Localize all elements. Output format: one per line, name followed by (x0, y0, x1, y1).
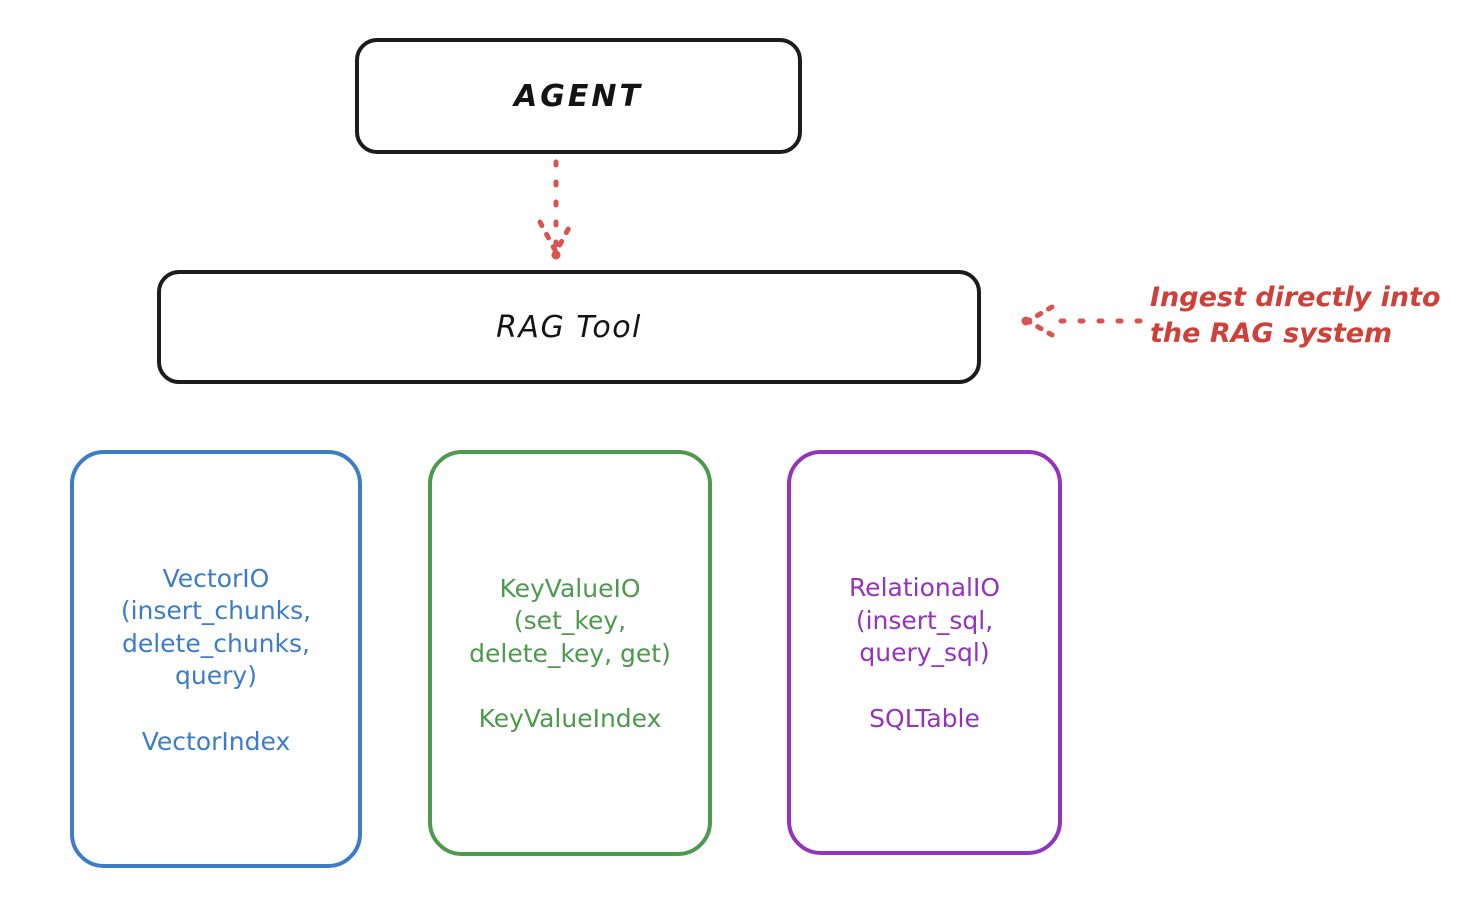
node-rag-tool[interactable]: RAG Tool (157, 270, 981, 384)
node-vectorio-api: VectorIO (insert_chunks, delete_chunks, … (120, 563, 312, 691)
node-keyvalueio-api: KeyValueIO (set_key, delete_key, get) (469, 573, 671, 668)
node-relationalio-api: RelationalIO (insert_sql, query_sql) (848, 573, 1001, 668)
node-agent-label: AGENT (514, 78, 643, 114)
arrow-ingest-into-rag (1021, 304, 1143, 338)
node-keyvalueio[interactable]: KeyValueIO (set_key, delete_key, get) Ke… (428, 450, 712, 856)
node-relationalio[interactable]: RelationalIO (insert_sql, query_sql) SQL… (787, 450, 1062, 855)
node-keyvalueio-index: KeyValueIndex (478, 704, 662, 734)
node-relationalio-index: SQLTable (869, 703, 980, 733)
node-agent[interactable]: AGENT (355, 38, 802, 154)
node-rag-tool-label: RAG Tool (496, 309, 642, 345)
node-vectorio[interactable]: VectorIO (insert_chunks, delete_chunks, … (70, 450, 362, 868)
arrow-agent-to-rag-tool (537, 159, 575, 260)
annotation-ingest-note: Ingest directly into the RAG system (1150, 282, 1441, 349)
node-vectorio-index: VectorIndex (141, 726, 291, 756)
